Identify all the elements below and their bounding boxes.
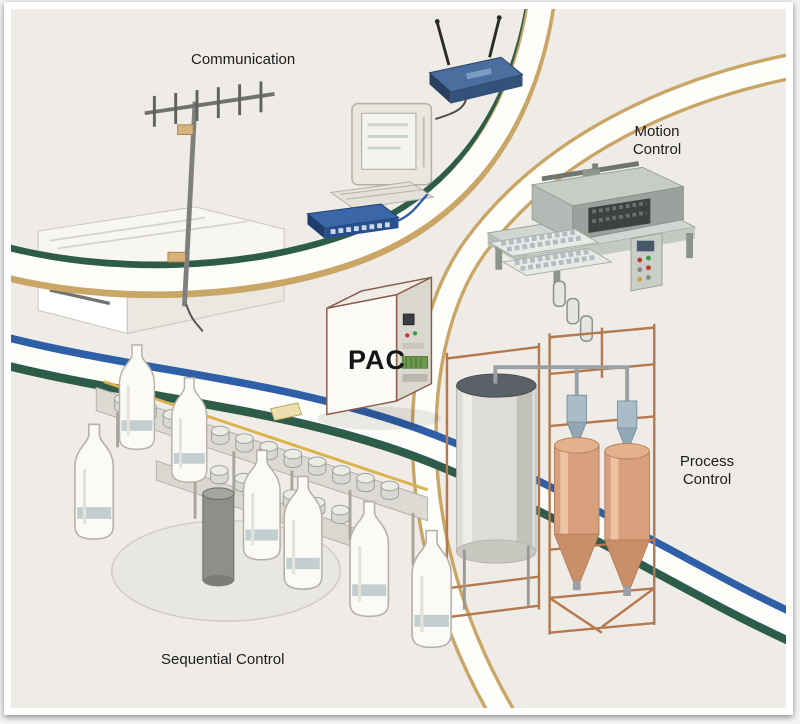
diagram-art [11, 9, 786, 708]
switch-ports [330, 222, 390, 234]
can [307, 456, 327, 476]
pac-ports [401, 313, 429, 382]
hanging-parts [552, 280, 593, 342]
desktop-computer [329, 102, 435, 210]
storage-silo [456, 373, 537, 610]
pipes [493, 365, 630, 401]
line-sign [269, 402, 303, 421]
switch-cable [396, 193, 429, 223]
label-motion-control: Motion Control [632, 123, 682, 158]
process-control-plant [445, 323, 656, 635]
network-ribbon-top [11, 9, 556, 299]
can [235, 433, 254, 453]
router-antenna [488, 18, 501, 58]
router-antenna [435, 22, 451, 66]
pac-controller [317, 276, 442, 430]
sequential-control-line [73, 343, 453, 649]
can [331, 504, 350, 525]
label-communication: Communication [191, 51, 296, 68]
parts-tray [501, 247, 614, 276]
network-switch [306, 193, 429, 239]
pac-side-face [395, 276, 433, 403]
motion-control-machine [486, 161, 697, 342]
can [332, 465, 351, 485]
antenna-cable [185, 304, 204, 333]
control-panel [630, 232, 663, 292]
can [283, 448, 303, 469]
monitor-screen [361, 112, 417, 170]
wireless-router [428, 15, 524, 120]
can [211, 425, 230, 445]
feeder-hopper [566, 394, 638, 448]
parts-tray [488, 228, 600, 257]
pac-front-face [326, 293, 398, 416]
process-tank [553, 437, 600, 591]
yagi-antenna [144, 81, 275, 333]
guide-rail [103, 380, 429, 492]
bottle [73, 422, 115, 541]
can [210, 465, 229, 485]
bottle [348, 499, 391, 618]
illustration-card: Communication Motion Control Process Con… [4, 2, 793, 715]
antenna-clamp [167, 251, 186, 263]
can [380, 480, 399, 500]
diagram-canvas: Communication Motion Control Process Con… [11, 9, 786, 708]
gray-cylinder [202, 487, 235, 587]
antenna-elements [152, 81, 263, 127]
keyboard [329, 181, 435, 210]
can [356, 472, 375, 493]
scaffold-frame [445, 323, 656, 635]
label-sequential-control: Sequential Control [161, 651, 285, 668]
router-cable [435, 97, 468, 120]
label-pac: PAC [347, 345, 406, 375]
antenna-clamp [177, 124, 194, 135]
label-process-control: Process Control [679, 453, 735, 488]
process-tank [604, 442, 651, 597]
pac-terminal-block [401, 356, 429, 369]
